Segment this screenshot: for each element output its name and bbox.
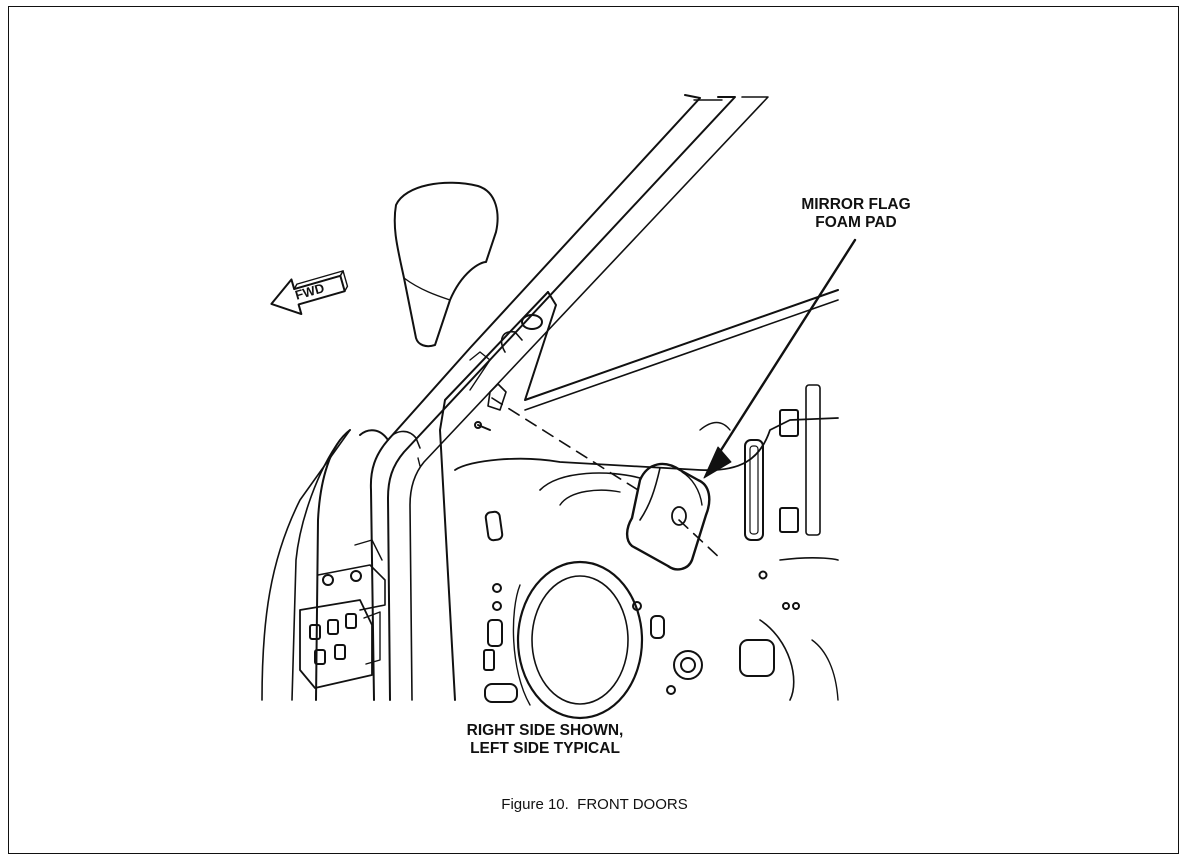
callout-arrow: [703, 238, 857, 479]
side-note-line-1: RIGHT SIDE SHOWN,: [466, 722, 624, 739]
figure-caption: Figure 10. FRONT DOORS: [501, 796, 688, 813]
figure-frame: [8, 6, 1179, 854]
mirror-flag-foam-pad-callout: MIRROR FLAG FOAM PAD: [786, 196, 926, 232]
side-note-callout: RIGHT SIDE SHOWN, LEFT SIDE TYPICAL: [440, 722, 650, 758]
callout-line-1: MIRROR FLAG: [801, 196, 911, 213]
foam-pad-part: [625, 462, 711, 571]
window-frame: [439, 291, 549, 701]
alignment-line: [491, 397, 639, 491]
inner-panel: [454, 417, 839, 472]
headrest: [393, 181, 499, 348]
door-outer-edge: [369, 94, 701, 701]
side-note-line-2: LEFT SIDE TYPICAL: [470, 740, 620, 757]
callout-line-2: FOAM PAD: [815, 214, 897, 231]
speaker-opening: [516, 560, 644, 720]
fwd-arrow-icon: [270, 270, 349, 316]
door-hinge: [299, 539, 386, 689]
